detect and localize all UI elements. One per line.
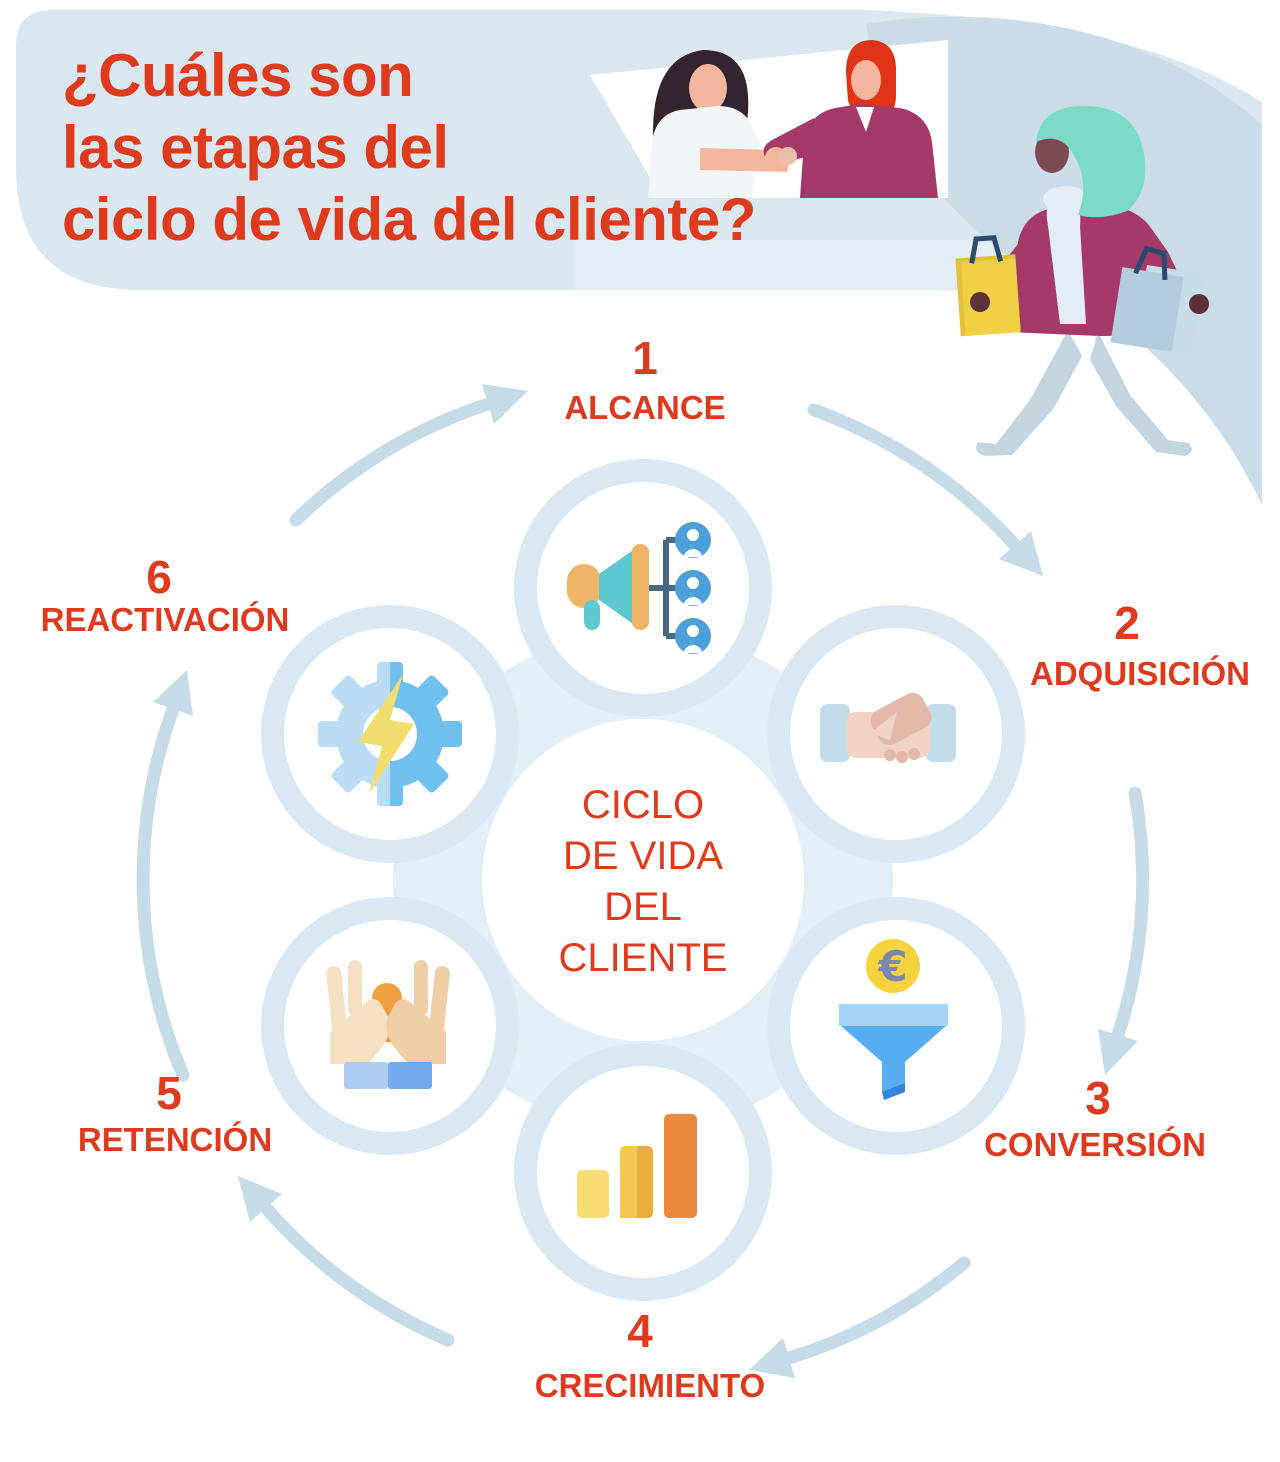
stage-3-number: 3 [1085, 1072, 1111, 1124]
arrow-2-to-3 [1111, 786, 1150, 1042]
businessman-figure [763, 40, 938, 198]
audience-avatars [675, 522, 711, 654]
center-label-line-4: CLIENTE [558, 936, 728, 981]
euro-coin [866, 939, 920, 993]
stage-5-number: 5 [156, 1067, 182, 1119]
center-label-line-3: DEL [604, 885, 682, 929]
arrow-5-to-6 [136, 702, 190, 1082]
stage-6-number: 6 [146, 551, 172, 603]
yellow-shopping-bag [955, 235, 1021, 337]
euro-funnel-icon: € [839, 939, 948, 1100]
gear-lightning-icon [318, 662, 462, 806]
title-line-1: ¿Cuáles son [62, 42, 414, 109]
stage-2-label: ADQUISICIÓN [1029, 655, 1251, 692]
title-line-3: ciclo de vida del cliente? [62, 186, 756, 253]
stage-5-label: RETENCIÓN [77, 1121, 273, 1158]
businesswoman-figure [648, 50, 790, 198]
stage-1-number: 1 [632, 332, 658, 384]
arrow-3-to-4 [782, 1256, 971, 1365]
stage-2-number: 2 [1114, 597, 1140, 649]
handshake-icon [820, 692, 956, 763]
growth-bar-chart-icon [577, 1114, 697, 1218]
stage-3-label: CONVERSIÓN [984, 1126, 1206, 1163]
handshake-illustration [590, 40, 948, 198]
caring-hands-icon [326, 960, 450, 1089]
wheel-center-label: CICLO DE VIDA DEL CLIENTE [483, 722, 803, 1042]
arrow-1-to-2 [807, 403, 1022, 552]
euro-symbol: € [877, 942, 907, 991]
blue-shopping-bag [1110, 245, 1205, 352]
header-white-notch [868, 10, 1262, 102]
arrow-6-to-1 [289, 397, 495, 527]
shopper-illustration [955, 106, 1209, 456]
arrow-4-to-5 [259, 1201, 455, 1347]
cycle-arrowheads [153, 384, 1138, 1378]
center-label-line-2: DE VIDA [562, 833, 724, 878]
center-label-line-1: CICLO [581, 782, 705, 827]
center-circle [482, 719, 804, 1041]
stage-1-label: ALCANCE [564, 389, 726, 426]
stage-4-label: CRECIMIENTO [534, 1367, 766, 1404]
stage-4-number: 4 [627, 1305, 653, 1357]
page-title: ¿Cuáles son las etapas del ciclo de vida… [62, 40, 756, 256]
cycle-arrows [136, 397, 1150, 1365]
megaphone-audience-icon [567, 522, 711, 654]
stage-6-label: REACTIVACIÓN [40, 601, 290, 638]
lightning-bolt [358, 674, 414, 794]
title-line-2: las etapas del [62, 114, 449, 181]
